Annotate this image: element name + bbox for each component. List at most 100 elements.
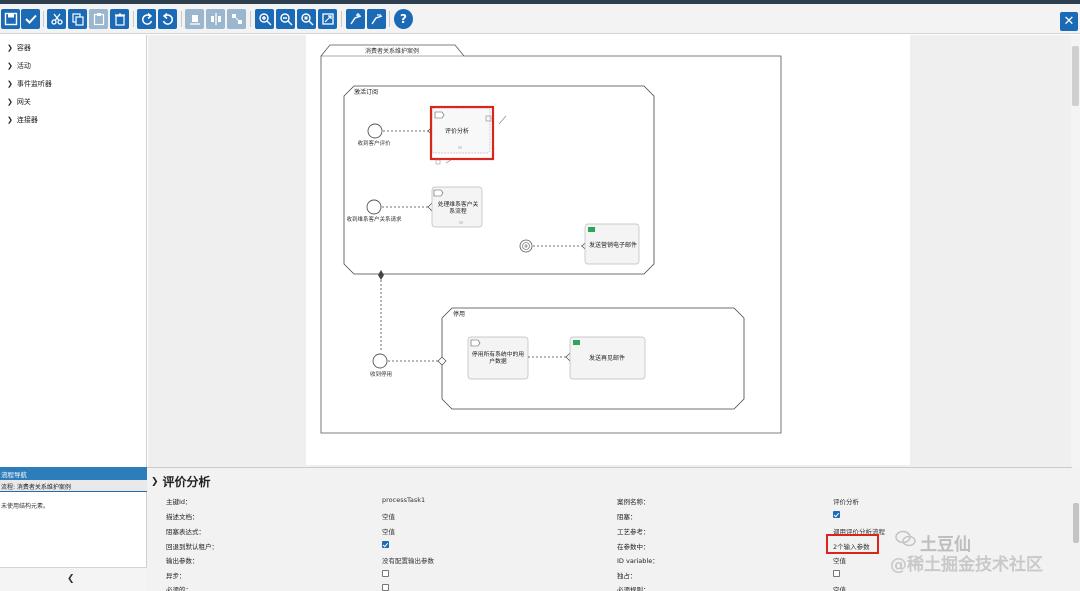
undo-icon[interactable] xyxy=(158,9,177,29)
edit-pencil-icon[interactable] xyxy=(498,115,507,125)
start-event-stop[interactable] xyxy=(372,353,388,369)
palette-item-container[interactable]: ❯容器 xyxy=(7,44,31,52)
canvas-scrollbar[interactable] xyxy=(1071,35,1080,467)
watermark-site: @稀土掘金技术社区 xyxy=(890,555,1043,575)
case-pool[interactable] xyxy=(320,44,782,434)
subprocess-activate[interactable] xyxy=(343,85,655,275)
wechat-icon xyxy=(895,530,916,547)
zoom-out-icon[interactable] xyxy=(276,9,295,29)
property-checkbox[interactable] xyxy=(833,511,840,518)
property-value[interactable]: 2个输入参数 xyxy=(833,543,870,551)
multi-instance-icon xyxy=(459,221,463,224)
palette-item-connector[interactable]: ❯连接器 xyxy=(7,116,38,124)
palette-item-activity[interactable]: ❯活动 xyxy=(7,62,31,70)
save-icon[interactable] xyxy=(1,9,20,29)
property-checkbox[interactable] xyxy=(382,570,389,577)
process-navigator: 流程导航 流程: 消费者关系维护案例 未使用结构元素。 ❮ xyxy=(0,467,147,591)
task-maintain-label-line2: 系流程 xyxy=(449,207,467,215)
zoom-in-icon[interactable] xyxy=(255,9,274,29)
call-activity-icon xyxy=(433,189,444,197)
property-value[interactable]: 空值 xyxy=(382,513,395,521)
close-icon[interactable]: ✕ xyxy=(1060,12,1078,31)
property-value[interactable]: 空值 xyxy=(382,528,395,536)
task-maintain-label-line1: 处理维系客户关 xyxy=(438,200,479,208)
toolbar-separator xyxy=(133,11,134,27)
property-value[interactable]: 空值 xyxy=(833,557,846,565)
cut-icon[interactable] xyxy=(47,9,66,29)
caret-right-icon: ❯ xyxy=(7,98,13,106)
toolbar: ? ✕ xyxy=(0,4,1080,34)
navigator-footer: ❮ xyxy=(0,567,147,591)
delete-icon[interactable] xyxy=(110,9,129,29)
redo-icon[interactable] xyxy=(137,9,156,29)
task-send-promo[interactable] xyxy=(584,223,640,265)
property-label: 阻塞表达式： xyxy=(166,528,205,536)
context-handle-icon[interactable] xyxy=(435,159,441,165)
property-label: 回退到默认租户： xyxy=(166,543,218,551)
shape-palette: ❯容器 ❯活动 ❯事件监听器 ❯网关 ❯连接器 xyxy=(0,35,147,467)
align-vertical-icon[interactable] xyxy=(185,9,204,29)
context-arrow-icon[interactable] xyxy=(445,159,452,164)
task-stop-data-label: 停用所有系统中的用户数据 xyxy=(472,350,524,365)
subprocess-stop-title: 停用 xyxy=(453,310,465,318)
toolbar-separator xyxy=(181,11,182,27)
start-event-request[interactable] xyxy=(366,199,382,215)
property-checkbox[interactable] xyxy=(833,570,840,577)
property-value[interactable]: 评价分析 xyxy=(833,498,859,506)
property-value[interactable]: 空值 xyxy=(833,586,846,591)
email-icon xyxy=(588,227,595,232)
property-checkbox[interactable] xyxy=(382,541,389,548)
selection-highlight xyxy=(429,105,495,161)
navigator-note: 未使用结构元素。 xyxy=(1,503,50,510)
zoom-actual-icon[interactable] xyxy=(297,9,316,29)
property-label: 必须规则： xyxy=(617,586,650,591)
property-label: 独占： xyxy=(617,572,637,580)
property-value[interactable]: processTask1 xyxy=(382,496,426,504)
property-value[interactable]: 没有配置输出参数 xyxy=(382,557,434,565)
properties-panel: ❯ 评价分析 xyxy=(147,467,1072,591)
start-event-review[interactable] xyxy=(367,123,383,139)
task-stop-data[interactable] xyxy=(467,336,529,380)
timer-plus-icon xyxy=(524,244,528,248)
watermark-author: 土豆仙 xyxy=(920,535,971,555)
task-maintain[interactable] xyxy=(431,186,483,228)
paste-icon[interactable] xyxy=(89,9,108,29)
zoom-fit-icon[interactable] xyxy=(318,9,337,29)
collapse-left-icon[interactable]: ❮ xyxy=(67,574,75,584)
task-send-goodbye-label: 发送再见邮件 xyxy=(589,354,625,362)
bend-remove-icon[interactable] xyxy=(367,9,386,29)
properties-title[interactable]: ❯评价分析 xyxy=(151,475,211,489)
properties-scroll-thumb[interactable] xyxy=(1073,503,1079,543)
task-send-promo-label: 发送营销电子邮件 xyxy=(589,241,637,249)
canvas-scroll-thumb[interactable] xyxy=(1072,46,1079,106)
caret-right-icon: ❯ xyxy=(7,44,13,52)
property-label: 案例名称： xyxy=(617,498,650,506)
align-horizontal-icon[interactable] xyxy=(206,9,225,29)
palette-item-gateway[interactable]: ❯网关 xyxy=(7,98,31,106)
start-event-request-label: 收到维系客户关系请求 xyxy=(346,215,402,223)
top-accent-strip xyxy=(0,0,1080,4)
resize-handle-icon[interactable] xyxy=(485,115,492,122)
palette-item-event-listener[interactable]: ❯事件监听器 xyxy=(7,80,52,88)
property-checkbox[interactable] xyxy=(382,584,389,591)
validate-icon[interactable] xyxy=(21,9,40,29)
pool-title: 消费者关系维护案例 xyxy=(365,47,419,55)
help-icon[interactable]: ? xyxy=(394,9,413,29)
navigator-header[interactable]: 流程导航 xyxy=(0,467,147,480)
start-event-stop-label: 收到停用 xyxy=(370,370,392,378)
toolbar-separator xyxy=(389,11,390,27)
same-size-icon[interactable] xyxy=(227,9,246,29)
task-send-goodbye[interactable] xyxy=(569,336,646,380)
copy-icon[interactable] xyxy=(68,9,87,29)
navigator-subheader[interactable]: 流程: 消费者关系维护案例 xyxy=(0,480,147,492)
toolbar-separator xyxy=(341,11,342,27)
property-value[interactable]: 调用评价分析流程 xyxy=(833,528,885,536)
subprocess-stop[interactable] xyxy=(441,307,745,410)
chevron-down-icon: ❯ xyxy=(151,476,159,487)
call-activity-icon xyxy=(470,339,481,347)
task-review-label: 评价分析 xyxy=(445,127,469,135)
property-label: ID variable： xyxy=(617,557,659,565)
call-activity-icon xyxy=(434,111,445,119)
bend-add-icon[interactable] xyxy=(346,9,365,29)
